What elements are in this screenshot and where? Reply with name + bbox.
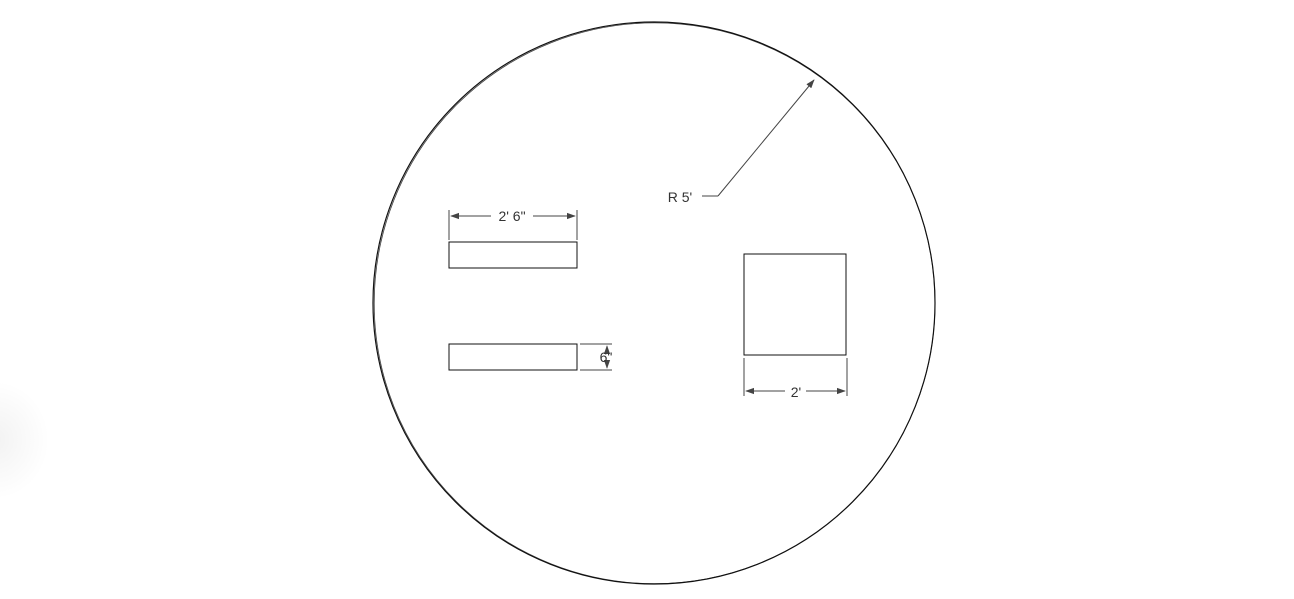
- dimension-square-width[interactable]: 2': [743, 358, 848, 400]
- square-right[interactable]: [743, 253, 847, 356]
- dimension-radius[interactable]: R 5': [668, 79, 815, 205]
- dimension-label-square-width: 2': [791, 384, 801, 400]
- circular-slab[interactable]: [372, 21, 936, 585]
- dimension-left-height[interactable]: 6": [580, 343, 613, 371]
- dimension-label-radius: R 5': [668, 189, 692, 205]
- rect-top-left[interactable]: [448, 241, 578, 269]
- rect-bottom-left[interactable]: [448, 343, 578, 371]
- dimension-label-height: 6": [600, 349, 613, 365]
- dimension-top-width[interactable]: 2' 6": [448, 208, 578, 240]
- dimension-label-top-width: 2' 6": [498, 208, 525, 224]
